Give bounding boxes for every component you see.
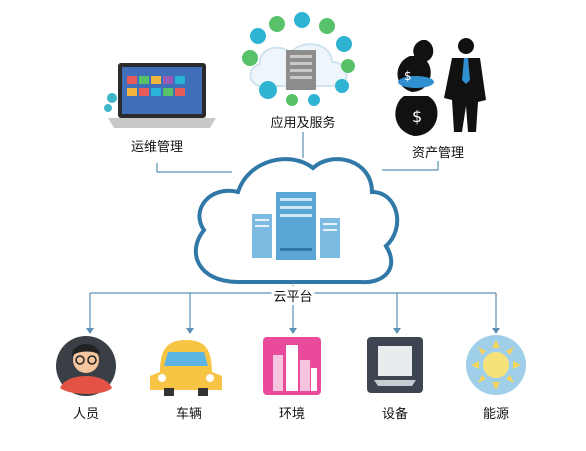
label-people: 人员: [70, 403, 102, 422]
label-equipment: 设备: [379, 403, 411, 422]
label-apps: 应用及服务: [268, 112, 338, 131]
label-cloud-platform: 云平台: [271, 286, 315, 305]
server-icon: [252, 192, 340, 260]
label-environment: 环境: [276, 403, 308, 422]
label-energy: 能源: [480, 403, 512, 422]
svg-text:$: $: [404, 69, 412, 83]
svg-text:$: $: [412, 107, 422, 126]
label-assets: 资产管理: [409, 142, 467, 161]
label-vehicle: 车辆: [173, 403, 205, 422]
label-ops: 运维管理: [128, 136, 186, 155]
